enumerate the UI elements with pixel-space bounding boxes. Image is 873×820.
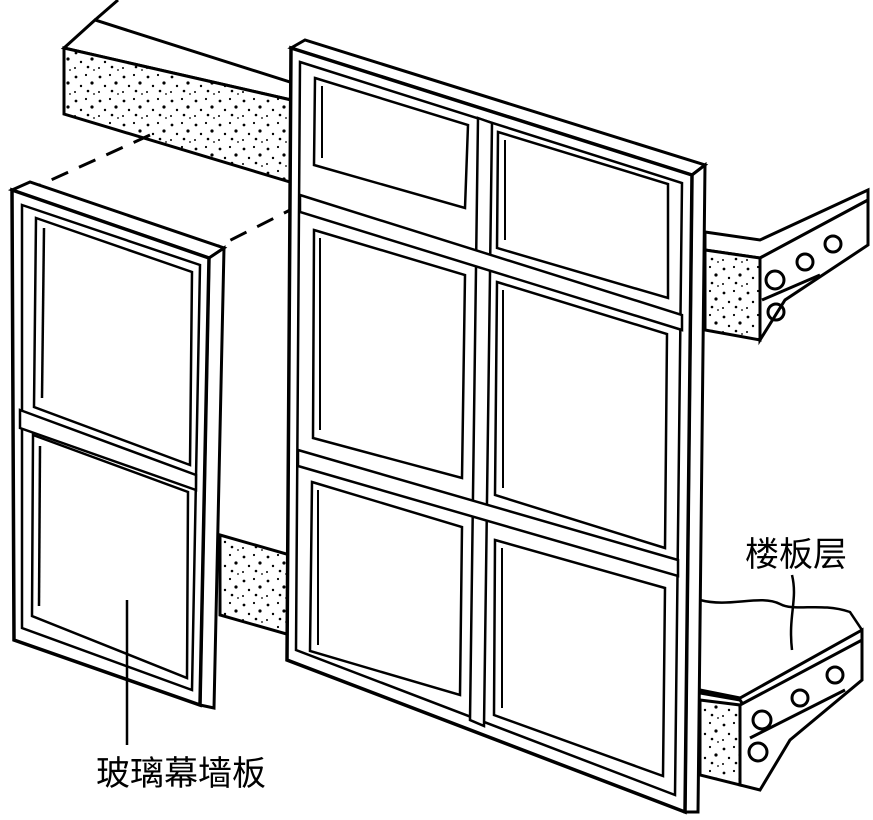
lower-beam bbox=[218, 533, 292, 637]
slab-rebar bbox=[747, 665, 846, 763]
upper-beam bbox=[60, 0, 319, 188]
floor-slab-label: 楼板层 bbox=[745, 535, 847, 575]
large-curtain-wall-panel bbox=[285, 38, 709, 815]
connection-dashed-lines bbox=[39, 133, 301, 250]
right-beam-end bbox=[703, 187, 870, 346]
leader-lines bbox=[125, 574, 796, 745]
floor-slab bbox=[698, 598, 864, 792]
floor-slab-leader bbox=[789, 574, 796, 651]
glass-curtain-wall-panel-label: 玻璃幕墙板 bbox=[96, 754, 266, 794]
small-curtain-wall-panel bbox=[7, 180, 228, 710]
beam-rebar bbox=[761, 234, 843, 322]
